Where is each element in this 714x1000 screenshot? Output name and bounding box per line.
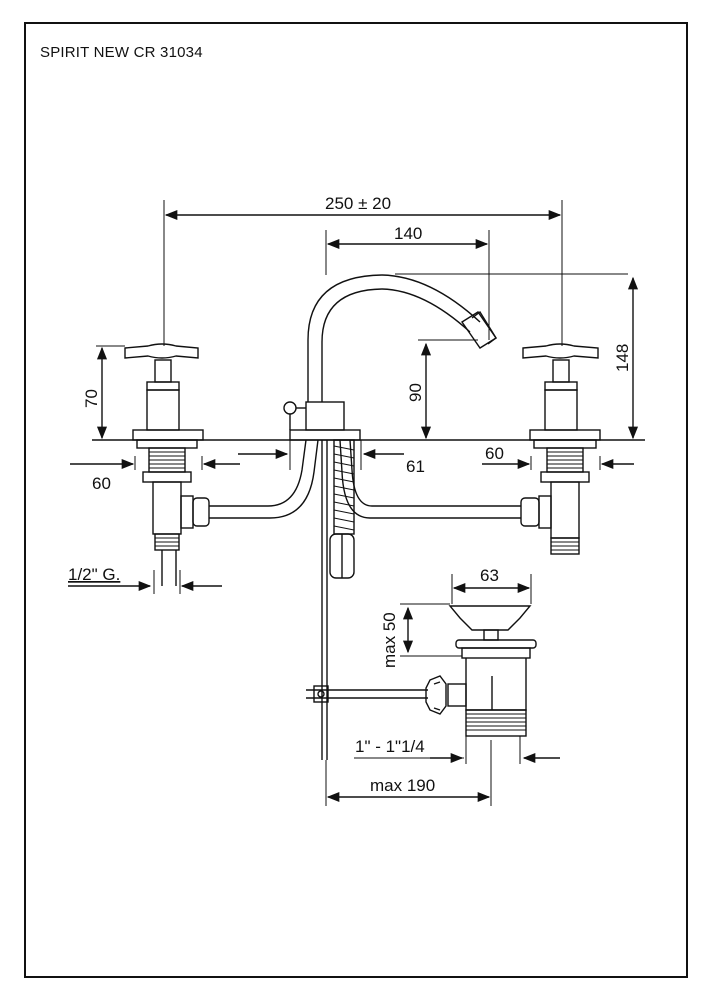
model-title: SPIRIT NEW CR 31034	[40, 44, 203, 61]
pop-up-waste	[306, 605, 537, 737]
dimension-lines	[68, 200, 640, 806]
dim-waste-max: max 50	[380, 612, 399, 668]
bidet-spout	[283, 274, 497, 760]
dim-handle-height: 70	[82, 389, 101, 408]
dim-spout-clearance: 90	[406, 383, 425, 402]
dim-thread: 1/2" G.	[68, 565, 120, 584]
right-handle-valve	[520, 343, 601, 555]
dim-center-hole: 61	[406, 457, 425, 476]
dim-waste-width: 63	[480, 566, 499, 585]
dim-right-hole: 60	[485, 444, 504, 463]
dim-overall-width: 250 ± 20	[325, 194, 391, 213]
drawing-frame	[24, 22, 688, 978]
dim-rod-length: max 190	[370, 776, 435, 795]
dim-left-hole: 60	[92, 474, 111, 493]
flex-hoses	[209, 439, 521, 519]
dim-waste-thread: 1" - 1"1/4	[355, 737, 425, 756]
dim-spout-reach: 140	[394, 224, 422, 243]
left-handle-valve	[124, 343, 210, 586]
dim-spout-height: 148	[613, 344, 632, 372]
